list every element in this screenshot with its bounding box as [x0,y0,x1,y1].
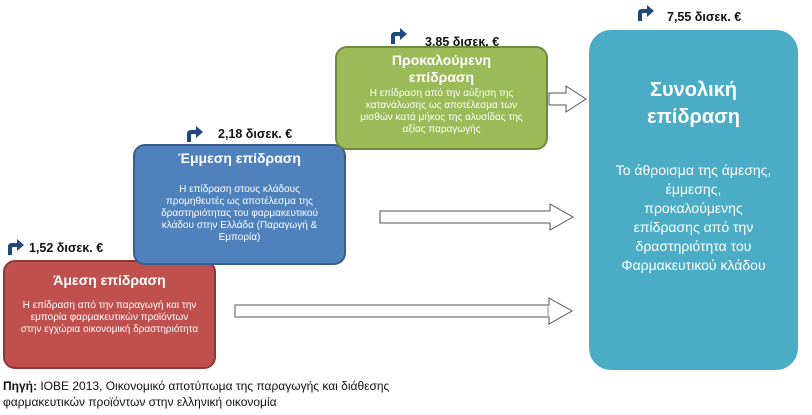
curved-up-right-arrow-icon [8,239,24,255]
curved-up-right-arrow-icon [187,126,203,142]
direct-impact-title: Άμεση επίδραση [53,272,166,288]
curved-up-right-arrow-icon [638,5,654,21]
total-value-label: 7,55 δισεκ. € [667,10,742,24]
total-impact-title-line1: Συνολική [649,79,738,101]
source-text-line2: φαρμακευτικών προϊόντων στην ελληνική οι… [3,395,277,409]
induced-impact-box: Προκαλούμενη επίδραση Η επίδραση από την… [335,46,548,150]
source-note: Πηγή: ΙΟΒΕ 2013, Οικονομικό αποτύπωμα τη… [3,378,563,410]
source-label: Πηγή: [3,379,37,393]
induced-impact-description: Η επίδραση από την αύξηση της κατανάλωση… [360,88,523,135]
indirect-impact-description: Η επίδραση στους κλάδους προμηθευτές ως … [161,184,318,243]
induced-flow-arrow [548,85,587,113]
indirect-value-label: 2,18 δισεκ. € [218,127,293,141]
indirect-impact-title: Έμμεση επίδραση [178,150,301,166]
direct-impact-description: Η επίδραση από την παραγωγή και την εμπο… [20,300,199,335]
indirect-impact-box: Έμμεση επίδραση Η επίδραση στους κλάδους… [133,144,346,265]
total-impact-description: Το άθροισμα της άμεσης, έμμεσης, προκαλο… [615,162,772,273]
direct-impact-box: Άμεση επίδραση Η επίδραση από την παραγω… [3,260,216,369]
total-impact-title-line2: επίδραση [646,106,741,128]
direct-value-label: 1,52 δισεκ. € [29,241,104,255]
induced-value-label: 3,85 δισεκ. € [425,35,500,49]
source-text-line1: ΙΟΒΕ 2013, Οικονομικό αποτύπωμα της παρα… [37,379,390,393]
induced-impact-title-line2: επίδραση [408,69,475,85]
indirect-flow-arrow [379,203,575,231]
induced-impact-title-line1: Προκαλούμενη [391,52,492,68]
total-impact-box: Συνολική επίδραση Το άθροισμα της άμεσης… [589,30,798,370]
curved-up-right-arrow-icon [391,28,407,44]
direct-flow-arrow [234,297,574,325]
